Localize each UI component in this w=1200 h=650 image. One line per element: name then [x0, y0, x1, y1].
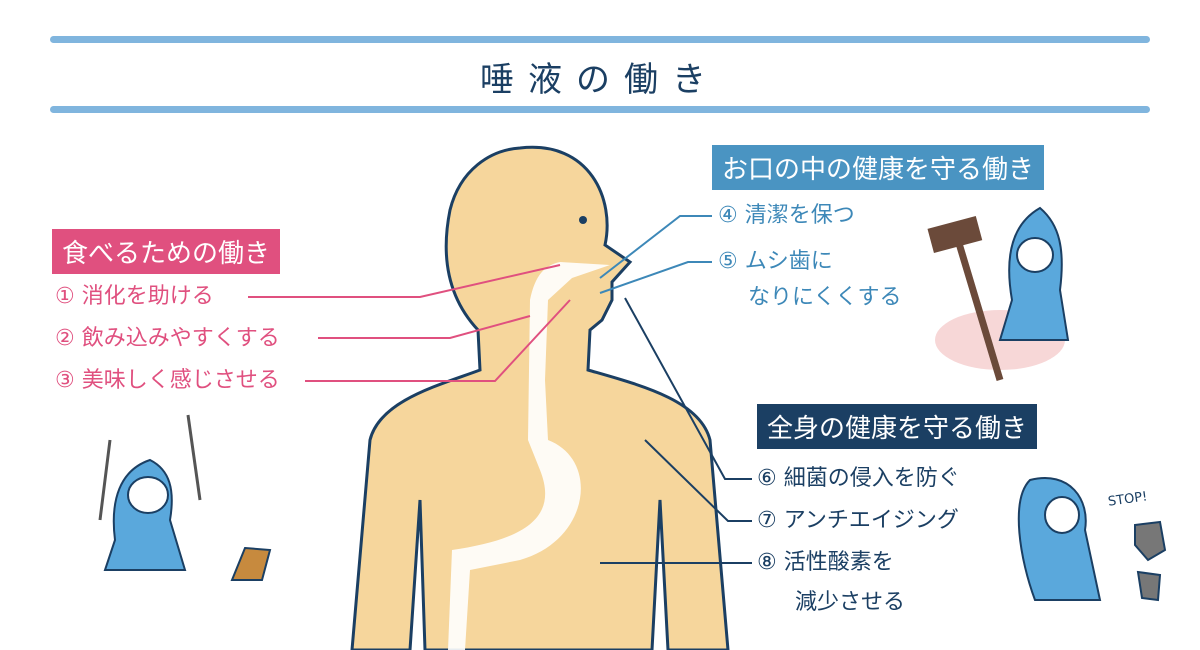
body-item-6: ⑥ 細菌の侵入を防ぐ	[757, 466, 960, 491]
body-item-8-cont: 減少させる	[795, 590, 906, 615]
eating-item-2: ② 飲み込みやすくする	[55, 326, 280, 351]
leader-line-5	[599, 261, 712, 294]
eating-item-1: ① 消化を助ける	[55, 284, 214, 309]
leader-line-3	[305, 299, 571, 382]
germ-icon	[1136, 570, 1162, 602]
body-item-8: ⑧ 活性酸素を	[757, 550, 894, 575]
saliva-character-brushing	[927, 206, 1070, 382]
mouth-item-5-cont: なりにくくする	[748, 285, 902, 310]
leader-line-7	[644, 439, 752, 522]
germ-icon	[1134, 520, 1167, 562]
leader-line-6	[624, 297, 752, 480]
saliva-character-eating	[98, 414, 272, 581]
top-stripe	[50, 36, 1150, 43]
body-health-heading: 全身の健康を守る働き	[757, 404, 1038, 449]
bottom-stripe	[50, 106, 1150, 113]
saliva-character-stop	[1017, 477, 1167, 602]
eating-item-3: ③ 美味しく感じさせる	[55, 368, 280, 393]
mouth-item-5: ⑤ ムシ歯に	[718, 249, 833, 274]
mouth-item-4: ④ 清潔を保つ	[718, 203, 855, 228]
leader-line-2	[318, 315, 531, 339]
digestive-tract	[448, 262, 610, 650]
body-item-7: ⑦ アンチエイジング	[757, 508, 959, 533]
eating-heading: 食べるための働き	[52, 229, 281, 274]
page-title: 唾液の働き	[480, 60, 720, 100]
leader-line-1	[248, 264, 561, 298]
eye-icon	[579, 216, 587, 224]
leader-line-4	[599, 215, 712, 279]
mouth-heading: お口の中の健康を守る働き	[712, 145, 1045, 190]
